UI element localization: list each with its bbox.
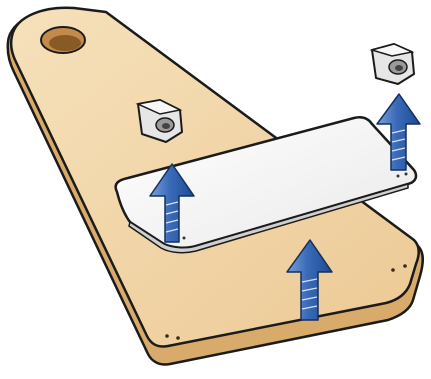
mounting-hole (41, 27, 85, 53)
mounting-clip-right (372, 44, 414, 84)
